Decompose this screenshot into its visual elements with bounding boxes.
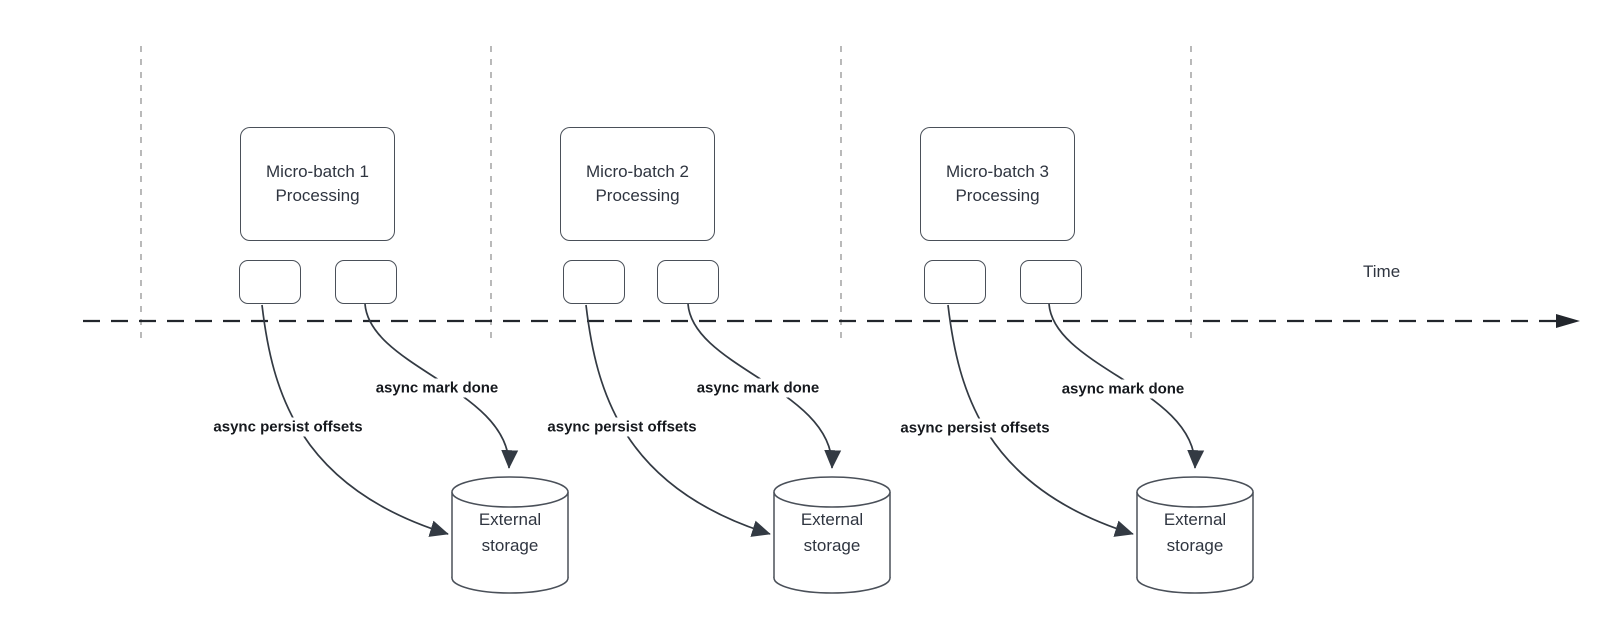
external-storage-cylinder (773, 476, 891, 594)
processing-box-label: Micro-batch 1 Processing (266, 162, 369, 205)
processing-box-label: Micro-batch 2 Processing (586, 162, 689, 205)
mark-done-task-box (1020, 260, 1082, 304)
persist-offsets-label: async persist offsets (543, 417, 701, 437)
storage-label: External storage (1163, 510, 1227, 555)
processing-box: Micro-batch 3 Processing (920, 127, 1075, 241)
processing-box: Micro-batch 2 Processing (560, 127, 715, 241)
mark-done-task-box (657, 260, 719, 304)
mark-done-label: async mark done (692, 378, 824, 398)
processing-box-label: Micro-batch 3 Processing (946, 162, 1049, 205)
offset-task-box (924, 260, 986, 304)
external-storage-cylinder (451, 476, 569, 594)
persist-offsets-label: async persist offsets (209, 417, 367, 437)
mark-done-label: async mark done (1057, 379, 1189, 399)
time-axis-label: Time (1363, 262, 1401, 281)
storage-label: External storage (478, 510, 542, 555)
processing-box: Micro-batch 1 Processing (240, 127, 395, 241)
time-axis-arrowhead-icon (1556, 314, 1580, 328)
persist-offsets-label: async persist offsets (896, 418, 1054, 438)
offset-task-box (239, 260, 301, 304)
mark-done-task-box (335, 260, 397, 304)
storage-label: External storage (800, 510, 864, 555)
offset-task-box (563, 260, 625, 304)
mark-done-label: async mark done (371, 378, 503, 398)
external-storage-cylinder (1136, 476, 1254, 594)
